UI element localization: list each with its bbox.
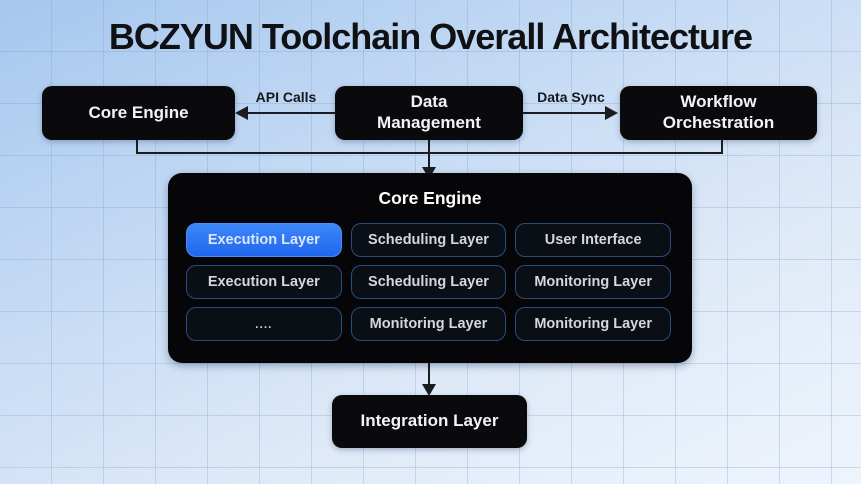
node-workflow-orchestration: Workflow Orchestration	[620, 86, 817, 140]
page-title: BCZYUN Toolchain Overall Architecture	[108, 16, 753, 57]
layer-cell-monitoring-2: Monitoring Layer	[350, 307, 507, 341]
layer-cell-scheduling: Scheduling Layer	[350, 223, 507, 257]
layer-cell-ellipsis: ....	[186, 307, 342, 341]
core-engine-container: Core Engine Execution Layer Scheduling L…	[168, 173, 692, 363]
node-core-engine-label: Core Engine	[88, 102, 189, 122]
node-integration-layer-label: Integration Layer	[360, 411, 499, 431]
layer-cell-execution-active: Execution Layer	[186, 223, 342, 257]
layer-cell-monitoring-3: Monitoring Layer	[515, 307, 671, 341]
node-workflow-label-line2: Orchestration	[662, 113, 775, 132]
core-engine-container-title: Core Engine	[378, 188, 482, 208]
node-workflow-label-line1: Workflow	[680, 92, 757, 112]
arrowhead-left-icon	[235, 106, 248, 120]
connector-integration-drop	[428, 363, 430, 387]
layer-cell-scheduling-2: Scheduling Layer	[350, 265, 507, 299]
connector-data-management-drop	[428, 140, 430, 170]
arrowhead-down-bottom-icon	[422, 384, 436, 396]
node-data-management-label-line2: Management	[377, 113, 481, 132]
connector-workflow-drop	[721, 140, 723, 154]
edge-line-data-sync	[523, 112, 607, 114]
layer-grid: Execution Layer Scheduling Layer User In…	[186, 223, 671, 341]
connector-core-engine-drop	[136, 140, 138, 154]
node-data-management: Data Management	[335, 86, 523, 140]
edge-line-api-calls	[247, 112, 335, 114]
arrowhead-right-icon	[605, 106, 618, 120]
edge-label-data-sync: Data Sync	[537, 89, 605, 105]
node-integration-layer: Integration Layer	[332, 395, 527, 448]
node-data-management-label-line1: Data	[410, 92, 448, 112]
node-core-engine: Core Engine	[42, 86, 235, 140]
layer-cell-execution: Execution Layer	[186, 265, 342, 299]
layer-cell-monitoring: Monitoring Layer	[515, 265, 671, 299]
edge-label-api-calls: API Calls	[255, 89, 317, 105]
layer-cell-user-interface: User Interface	[515, 223, 671, 257]
